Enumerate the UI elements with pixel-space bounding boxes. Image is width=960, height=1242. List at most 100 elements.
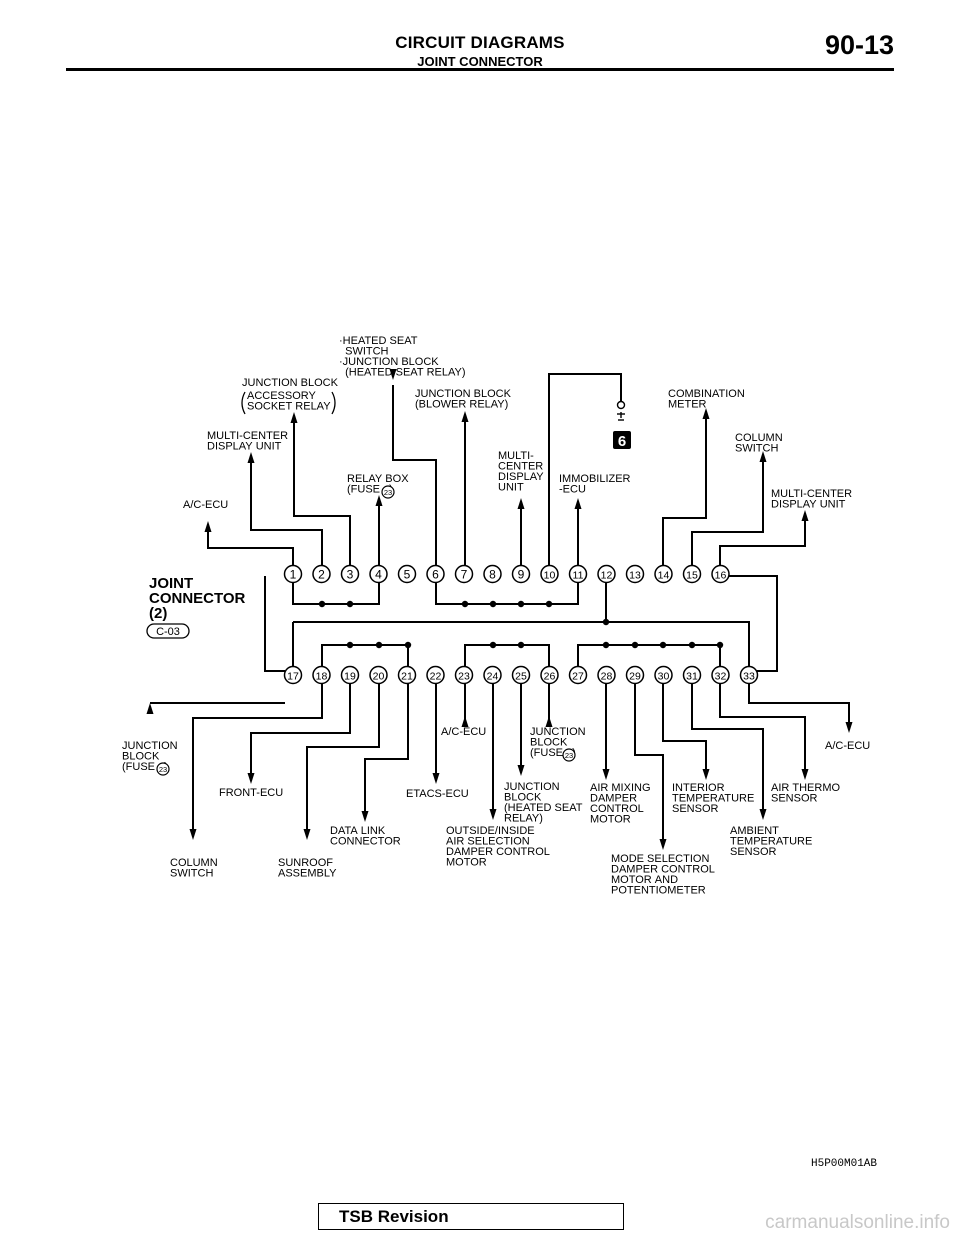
pin-number: 26	[544, 670, 556, 682]
connector-pin-25: 25	[511, 665, 531, 685]
bracket-right	[331, 391, 336, 415]
pin-number: 8	[489, 567, 496, 581]
pin-number: 5	[404, 567, 411, 581]
connector-pin-3: 3	[340, 564, 360, 584]
connector-pin-31: 31	[682, 665, 702, 685]
pin-number: 30	[658, 670, 670, 682]
wire-arrow-9	[702, 408, 710, 419]
wire-20	[662, 413, 707, 565]
pin-number: 31	[686, 670, 698, 682]
wire-15	[392, 385, 437, 565]
wire-25	[250, 684, 351, 779]
wire-arrow-8	[574, 498, 582, 509]
wire-7	[606, 621, 750, 666]
wire-13	[293, 417, 351, 565]
wire-27	[364, 684, 409, 817]
watermark: carmanualsonline.info	[765, 1212, 950, 1233]
junction-dot	[517, 600, 525, 608]
connector-pin-19: 19	[340, 665, 360, 685]
wire-35	[662, 684, 707, 775]
connector-pin-7: 7	[454, 564, 474, 584]
junction-dot	[631, 641, 639, 649]
pin-number: 33	[743, 670, 755, 682]
pin-number: 20	[373, 670, 385, 682]
junction-dot	[602, 618, 610, 626]
pin-number: 2	[318, 567, 325, 581]
pin-number: 19	[344, 670, 356, 682]
label-acecu-r: A/C-ECU	[825, 740, 870, 752]
junction-dot	[346, 641, 354, 649]
section-subtitle: JOINT CONNECTOR	[417, 54, 543, 69]
wire-arrow-23	[659, 839, 667, 850]
pin-number: 14	[658, 569, 670, 581]
wire-arrow-13	[189, 829, 197, 840]
connector-pin-28: 28	[597, 665, 616, 685]
label-jbblower: JUNCTION BLOCK(BLOWER RELAY)	[415, 388, 512, 411]
connector-pin-18: 18	[312, 665, 331, 685]
junction-dot	[517, 641, 525, 649]
junction-dot	[659, 641, 667, 649]
connector-pin-4: 4	[369, 564, 388, 584]
wire-arrow-26	[801, 769, 809, 780]
wire-26	[306, 684, 380, 835]
tsb-revision-box: TSB Revision	[318, 1203, 624, 1230]
pin-number: 10	[544, 569, 556, 581]
pin-number: 25	[515, 670, 527, 682]
connector-pin-33: 33	[739, 665, 759, 685]
connector-pin-27: 27	[568, 665, 588, 685]
wire-arrow-24	[702, 769, 710, 780]
connector-pin-5: 5	[397, 564, 417, 584]
wire-arrow-19	[489, 809, 497, 820]
ground-number: 6	[618, 433, 626, 450]
fuse-number-badge: 23	[156, 762, 170, 776]
junction-dot	[318, 600, 326, 608]
wire-arrow-27	[845, 722, 853, 733]
connector-pin-22: 22	[426, 665, 445, 685]
wire-arrow-18	[461, 716, 469, 727]
connector-pin-21: 21	[397, 665, 417, 685]
wire-8	[321, 644, 409, 666]
wire-arrow-16	[361, 811, 369, 822]
pin-number: 21	[401, 670, 413, 682]
pin-number: 9	[518, 567, 525, 581]
pin-number: 15	[686, 569, 698, 581]
label-etacs: ETACS-ECU	[406, 788, 469, 800]
pin-number: 6	[432, 567, 439, 581]
wire-arrow-17	[432, 773, 440, 784]
fuse-number-badge: 23	[562, 748, 576, 762]
connector-pin-15: 15	[682, 564, 702, 584]
pin-number: 17	[287, 670, 299, 682]
wire-arrow-6	[461, 411, 469, 422]
connector-pin-13: 13	[625, 564, 645, 584]
wire-arrow-20	[517, 765, 525, 776]
label-frontecu: FRONT-ECU	[219, 787, 283, 799]
wire-arrow-7	[517, 498, 525, 509]
connector-pin-23: 23	[454, 665, 474, 685]
fuse-number: 23	[384, 488, 392, 497]
wire-arrow-11	[801, 510, 809, 521]
wire-36	[691, 684, 764, 815]
pin-number: 12	[601, 569, 613, 581]
wire-22	[719, 515, 806, 565]
junction-dot	[602, 641, 610, 649]
connector-pin-2: 2	[312, 564, 331, 584]
connector-pin-12: 12	[597, 564, 616, 584]
pin-number: 3	[347, 567, 354, 581]
wire-arrow-21	[545, 716, 553, 727]
junction-dot	[545, 600, 553, 608]
pin-number: 28	[601, 670, 613, 682]
